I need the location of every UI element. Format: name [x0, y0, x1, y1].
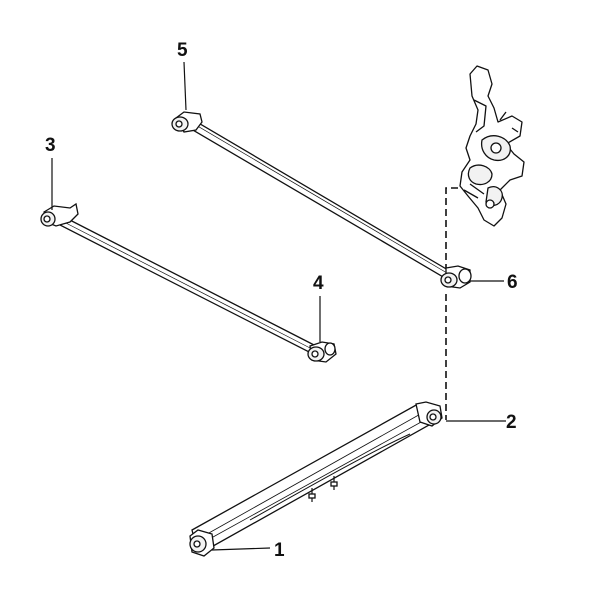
- callout-1: 1: [274, 540, 285, 561]
- callout-4: 4: [313, 273, 324, 294]
- callout-5: 5: [177, 40, 188, 61]
- upper-rear-link: [171, 111, 472, 289]
- callout-3: 3: [45, 135, 56, 156]
- leader-line-5: [183, 61, 187, 111]
- trailing-arm: [189, 401, 443, 557]
- leader-line-1: [211, 547, 271, 551]
- alignment-dash-line: [445, 187, 458, 420]
- callout-6: 6: [507, 272, 518, 293]
- lower-rear-link: [40, 202, 337, 363]
- steering-knuckle: [459, 65, 525, 227]
- callout-2: 2: [506, 412, 517, 433]
